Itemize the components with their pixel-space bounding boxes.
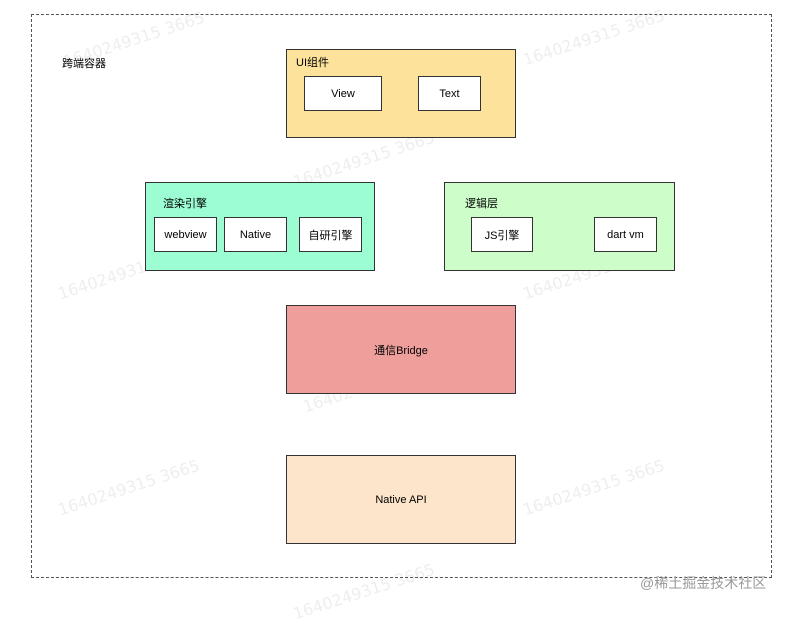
- footer-credit: @稀土掘金技术社区: [640, 575, 767, 591]
- js-engine: JS引擎: [471, 217, 533, 252]
- webview-engine: webview: [154, 217, 217, 252]
- custom-engine: 自研引擎: [299, 217, 362, 252]
- dart-vm: dart vm: [594, 217, 657, 252]
- container-label: 跨端容器: [62, 58, 106, 70]
- cross-platform-container: [31, 14, 772, 578]
- communication-bridge: 通信Bridge: [286, 305, 516, 394]
- text-component: Text: [418, 76, 481, 111]
- render-engine-label: 渲染引擎: [163, 198, 207, 210]
- native-api: Native API: [286, 455, 516, 544]
- logic-layer-label: 逻辑层: [465, 198, 498, 210]
- view-component: View: [304, 76, 382, 111]
- ui-components-label: UI组件: [296, 57, 329, 69]
- native-engine: Native: [224, 217, 287, 252]
